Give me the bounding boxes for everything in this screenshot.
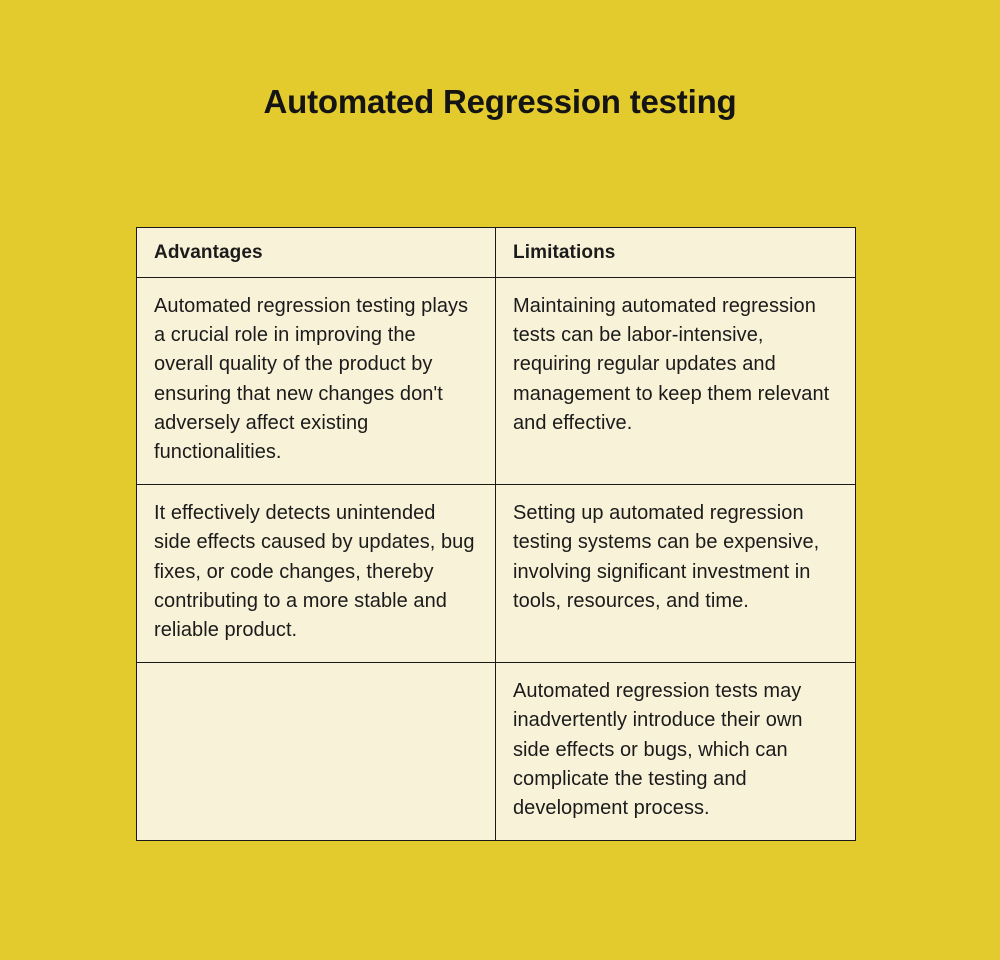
limitation-cell: Setting up automated regression testing … (495, 484, 856, 664)
advantage-cell: Automated regression testing plays a cru… (136, 276, 496, 486)
limitation-cell: Maintaining automated regression tests c… (495, 276, 856, 486)
table-row: Automated regression testing plays a cru… (136, 276, 856, 486)
table-header: Advantages Limitations (136, 227, 856, 278)
table-body: Automated regression testing plays a cru… (136, 276, 856, 842)
table-header-row: Advantages Limitations (136, 227, 856, 278)
advantages-limitations-table: Advantages Limitations Automated regress… (136, 227, 856, 842)
limitation-cell: Automated regression tests may inadverte… (495, 662, 856, 842)
column-header-advantages: Advantages (136, 227, 496, 278)
column-header-limitations: Limitations (495, 227, 856, 278)
advantage-cell-empty (136, 662, 496, 842)
table-row: It effectively detects unintended side e… (136, 484, 856, 664)
advantage-cell: It effectively detects unintended side e… (136, 484, 496, 664)
page-title: Automated Regression testing (263, 83, 737, 120)
table-row: Automated regression tests may inadverte… (136, 662, 856, 842)
comparison-table-container: Advantages Limitations Automated regress… (136, 227, 856, 842)
